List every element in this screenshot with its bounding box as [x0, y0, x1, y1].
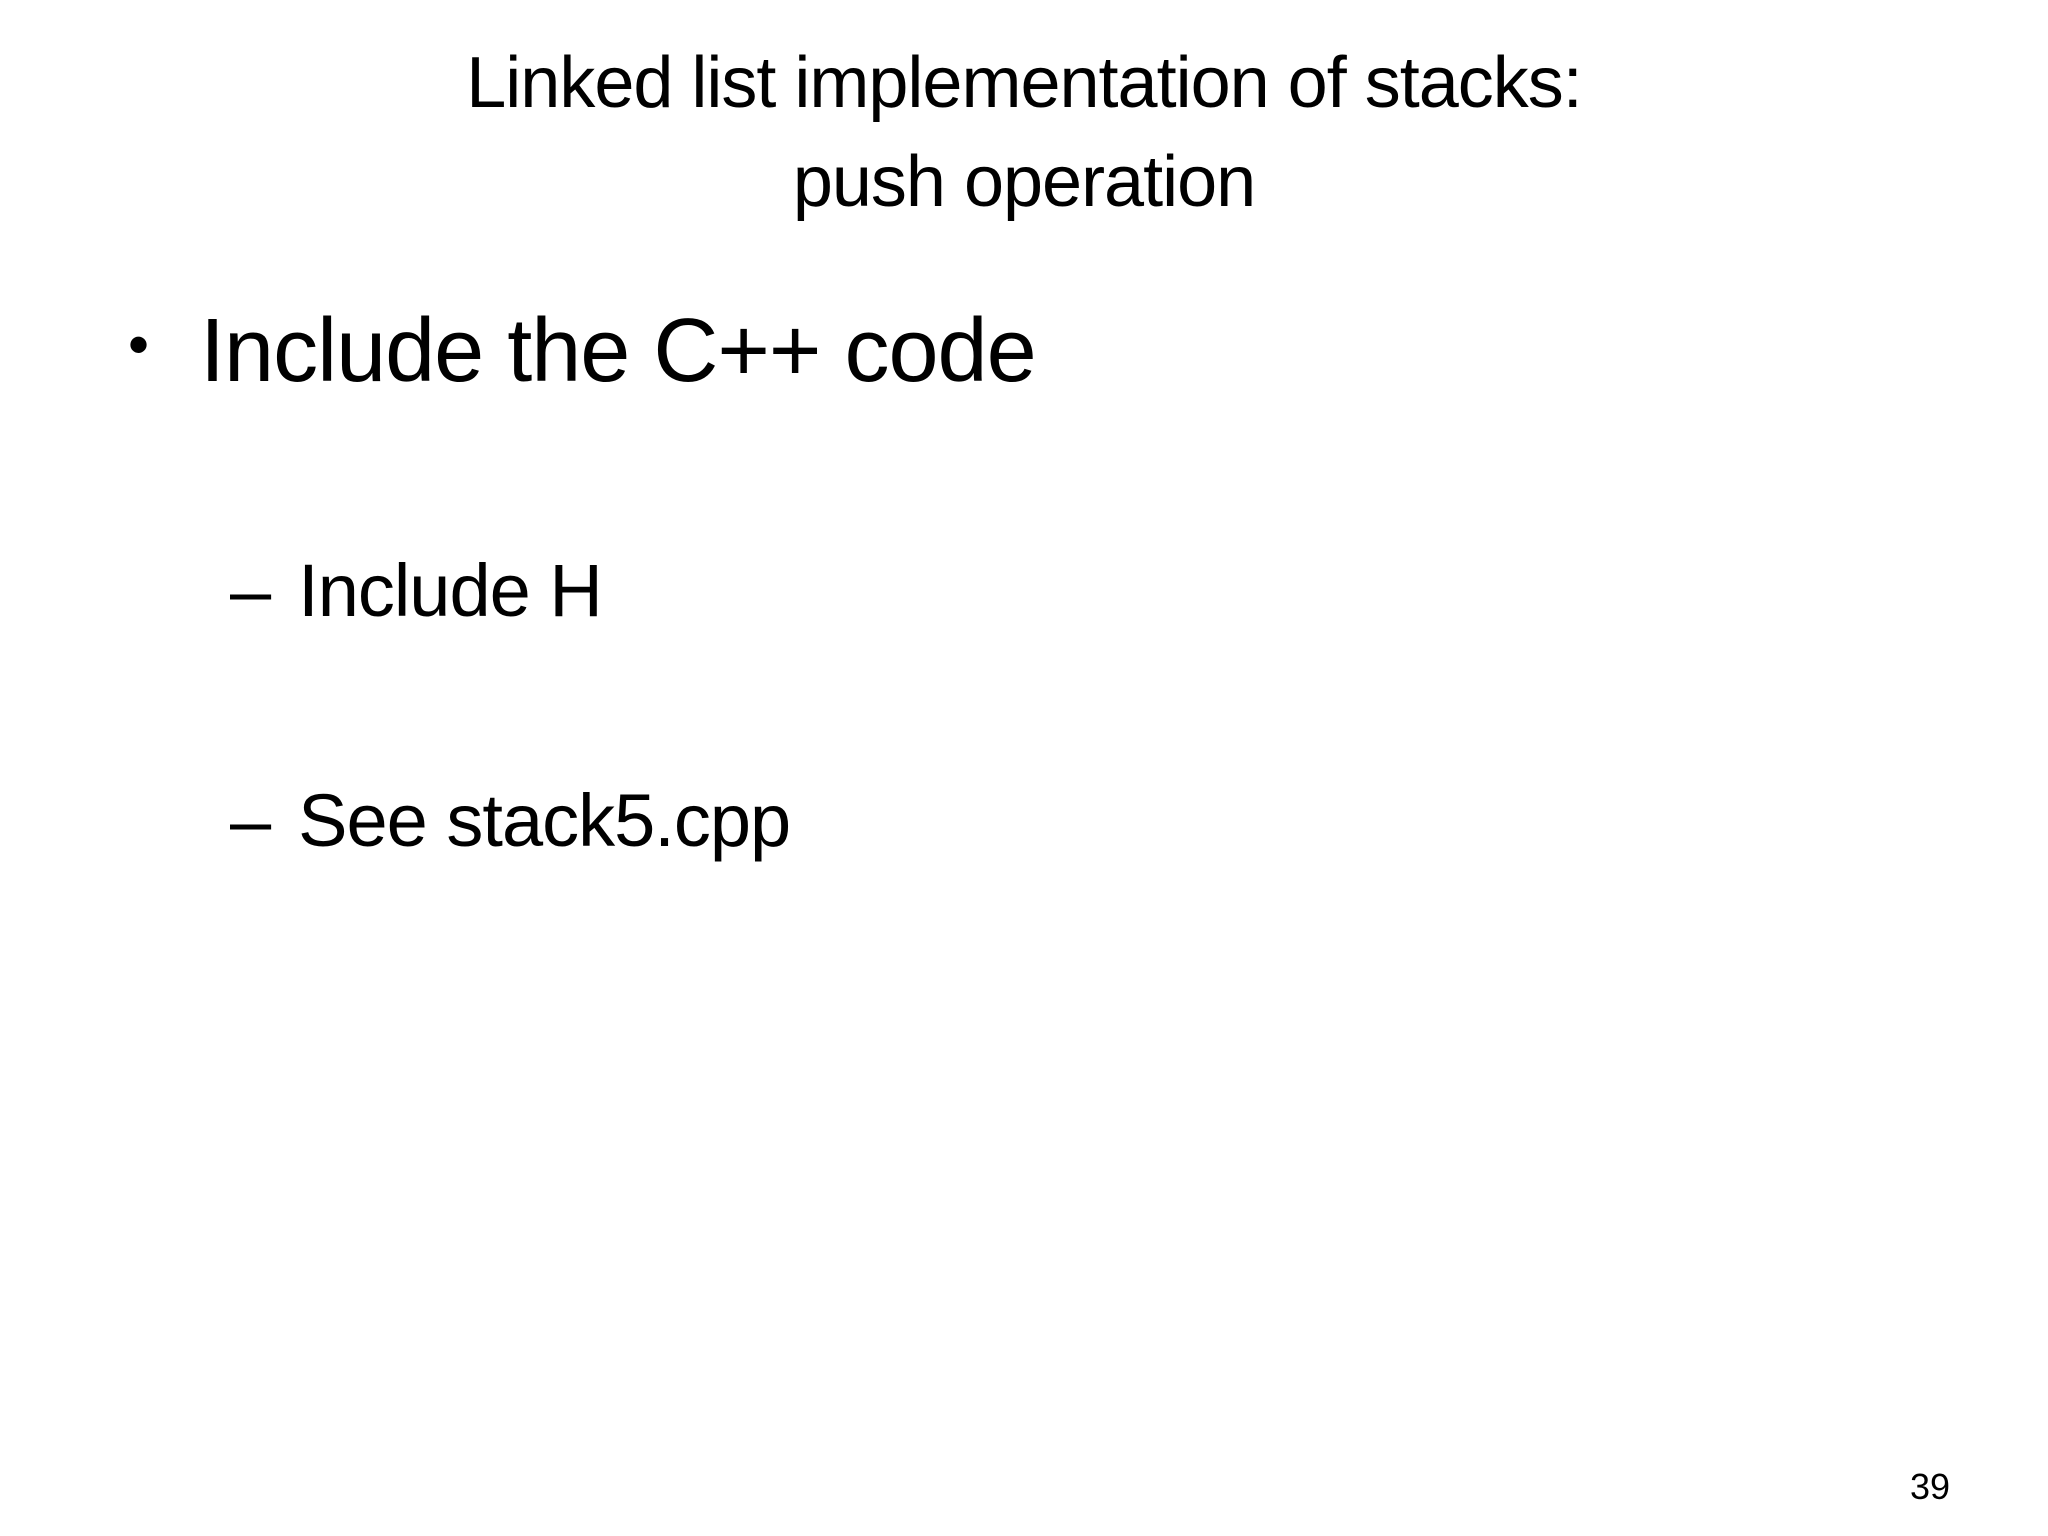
dash-marker: – [230, 779, 271, 862]
page-number: 39 [1909, 1466, 1950, 1507]
slide-title: Linked list implementation of stacks: pu… [0, 34, 2048, 233]
title-line-2: push operation [792, 142, 1256, 223]
bullet-text: Include the C++ code [200, 301, 1037, 401]
bullet-item-include-h: – Include H [230, 548, 603, 633]
bullet-item-see-stack5-cpp: – See stack5.cpp [230, 778, 791, 863]
title-line-1: Linked list implementation of stacks: [466, 43, 1583, 123]
dash-marker: – [230, 549, 271, 632]
bullet-text: Include H [298, 549, 603, 632]
bullet-item-include-cpp-code: • Include the C++ code [128, 300, 1037, 403]
bullet-dot-marker: • [128, 311, 149, 378]
bullet-text: See stack5.cpp [298, 779, 791, 862]
